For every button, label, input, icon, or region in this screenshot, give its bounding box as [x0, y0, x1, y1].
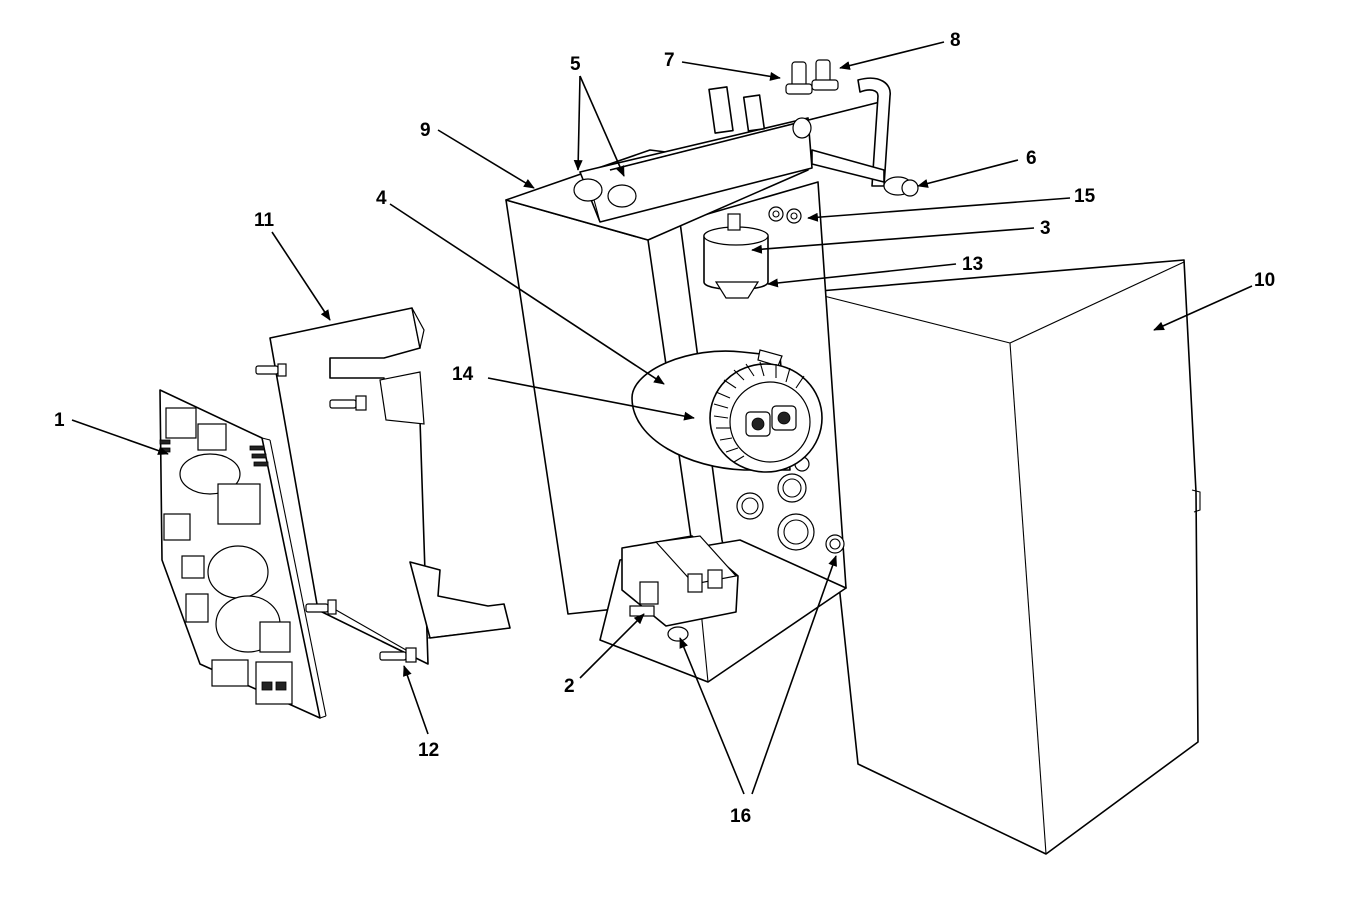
callout-10: 10 [1254, 270, 1275, 291]
callout-15: 15 [1074, 186, 1096, 207]
callout-6: 6 [1026, 148, 1037, 169]
leader-8 [839, 41, 945, 70]
leader-lines [71, 41, 1253, 795]
screw [379, 647, 417, 663]
mounting-screws [255, 363, 417, 663]
callout-labels: 1 2 3 4 5 6 7 8 9 10 11 12 13 14 15 16 [54, 30, 1275, 827]
screw [305, 599, 337, 615]
callout-7: 7 [664, 50, 675, 71]
callout-8: 8 [950, 30, 961, 51]
callout-13: 13 [962, 254, 983, 275]
leader-7 [681, 61, 781, 81]
screw [329, 395, 367, 411]
circuit-board [159, 389, 327, 719]
leader-6 [917, 159, 1019, 188]
leader-16a [679, 637, 745, 795]
front-cover-panel [807, 259, 1201, 855]
leader-4 [389, 203, 665, 385]
leader-12 [403, 665, 429, 735]
callout-3: 3 [1040, 218, 1051, 239]
leader-16b [751, 555, 837, 795]
callout-9: 9 [420, 120, 431, 141]
leader-1 [71, 419, 169, 455]
leader-9 [437, 129, 535, 189]
mounting-bracket-plate [269, 307, 511, 665]
leader-3 [751, 227, 1035, 254]
callout-11: 11 [254, 210, 275, 231]
top-rod-assembly [573, 59, 919, 224]
callout-12: 12 [418, 740, 439, 761]
callout-14: 14 [452, 364, 474, 385]
leader-2 [579, 613, 645, 679]
callout-4: 4 [376, 188, 387, 209]
leader-14 [487, 377, 695, 421]
leader-11 [271, 231, 331, 321]
leader-10 [1153, 285, 1253, 331]
leader-5b [579, 75, 625, 177]
screw [255, 363, 287, 377]
callout-1: 1 [54, 410, 65, 431]
leader-13 [767, 263, 957, 288]
leader-15 [807, 197, 1071, 222]
main-motor [631, 349, 823, 473]
leader-5a [573, 75, 583, 171]
callout-16: 16 [730, 806, 751, 827]
callout-5: 5 [570, 54, 581, 75]
terminal-block [621, 535, 739, 642]
small-motor-assembly [703, 213, 769, 299]
callout-2: 2 [564, 676, 575, 697]
